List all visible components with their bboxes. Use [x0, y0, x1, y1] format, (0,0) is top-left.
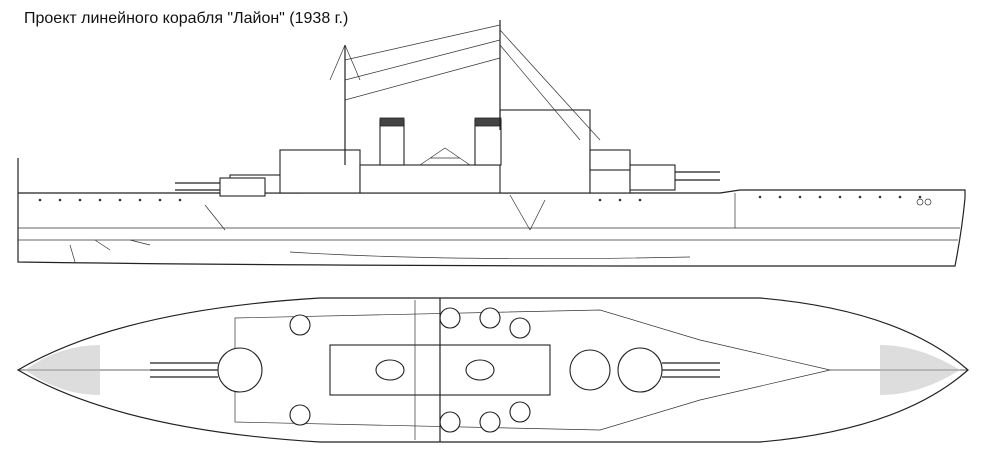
turret-b	[589, 149, 631, 171]
turrets-plan	[150, 347, 720, 393]
turret-x	[219, 177, 266, 197]
funnel-1	[379, 119, 405, 166]
portholes	[38, 195, 922, 202]
secondary-mounts	[289, 307, 531, 433]
funnel-plan-1	[375, 359, 405, 381]
drawing-title: Проект линейного корабля "Лайон" (1938 г…	[24, 10, 349, 27]
funnel-plan-2	[465, 359, 495, 381]
side-profile	[17, 20, 966, 267]
hull-side	[17, 158, 966, 267]
funnel-2	[474, 119, 502, 166]
turret-a	[629, 164, 676, 191]
top-plan	[16, 297, 969, 443]
